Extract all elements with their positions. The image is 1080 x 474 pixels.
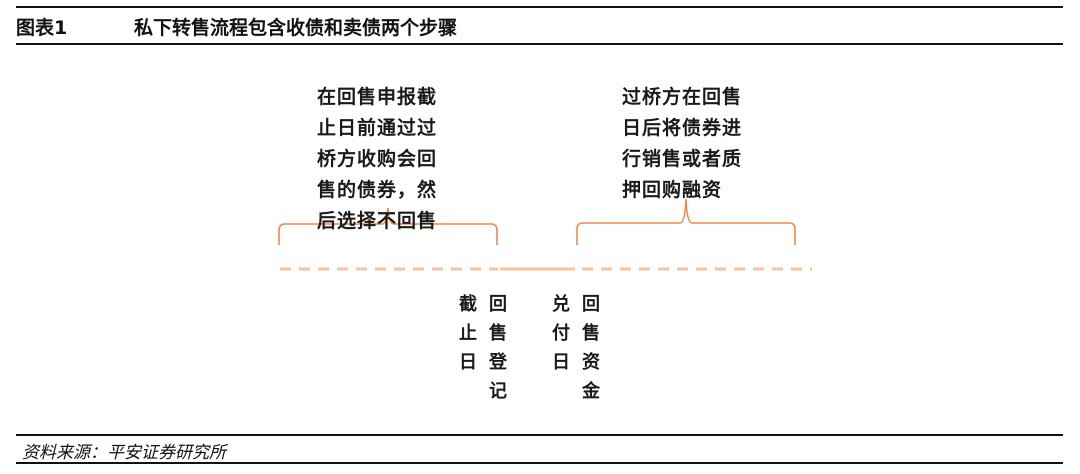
figure-label: 图表1 xyxy=(16,16,68,39)
left-brace-annotation: 在回售申报截 止日前通过过 桥方收购会回 售的债券，然 后选择不回售 xyxy=(317,86,438,232)
footer-bottom-rule xyxy=(16,462,1063,464)
milestone-col-right: 回售资金 xyxy=(582,294,600,402)
right-brace xyxy=(576,198,796,245)
top-rule xyxy=(16,6,1063,8)
milestone-col-right: 回售登记 xyxy=(489,294,507,402)
milestone-col-left: 兑付日 xyxy=(552,294,570,373)
source-note: 资料来源：平安证券研究所 xyxy=(22,443,226,463)
figure-title: 私下转售流程包含收债和卖债两个步骤 xyxy=(134,16,458,39)
right-brace-annotation: 过桥方在回售 日后将债券进 行销售或者质 押回购融资 xyxy=(622,86,743,201)
milestone-col-left: 截止日 xyxy=(459,294,477,373)
figure-header: 图表1 私下转售流程包含收债和卖债两个步骤 xyxy=(16,10,457,42)
footer-top-rule xyxy=(16,434,1063,436)
header-bottom-rule xyxy=(16,43,1063,45)
left-brace xyxy=(278,207,498,245)
